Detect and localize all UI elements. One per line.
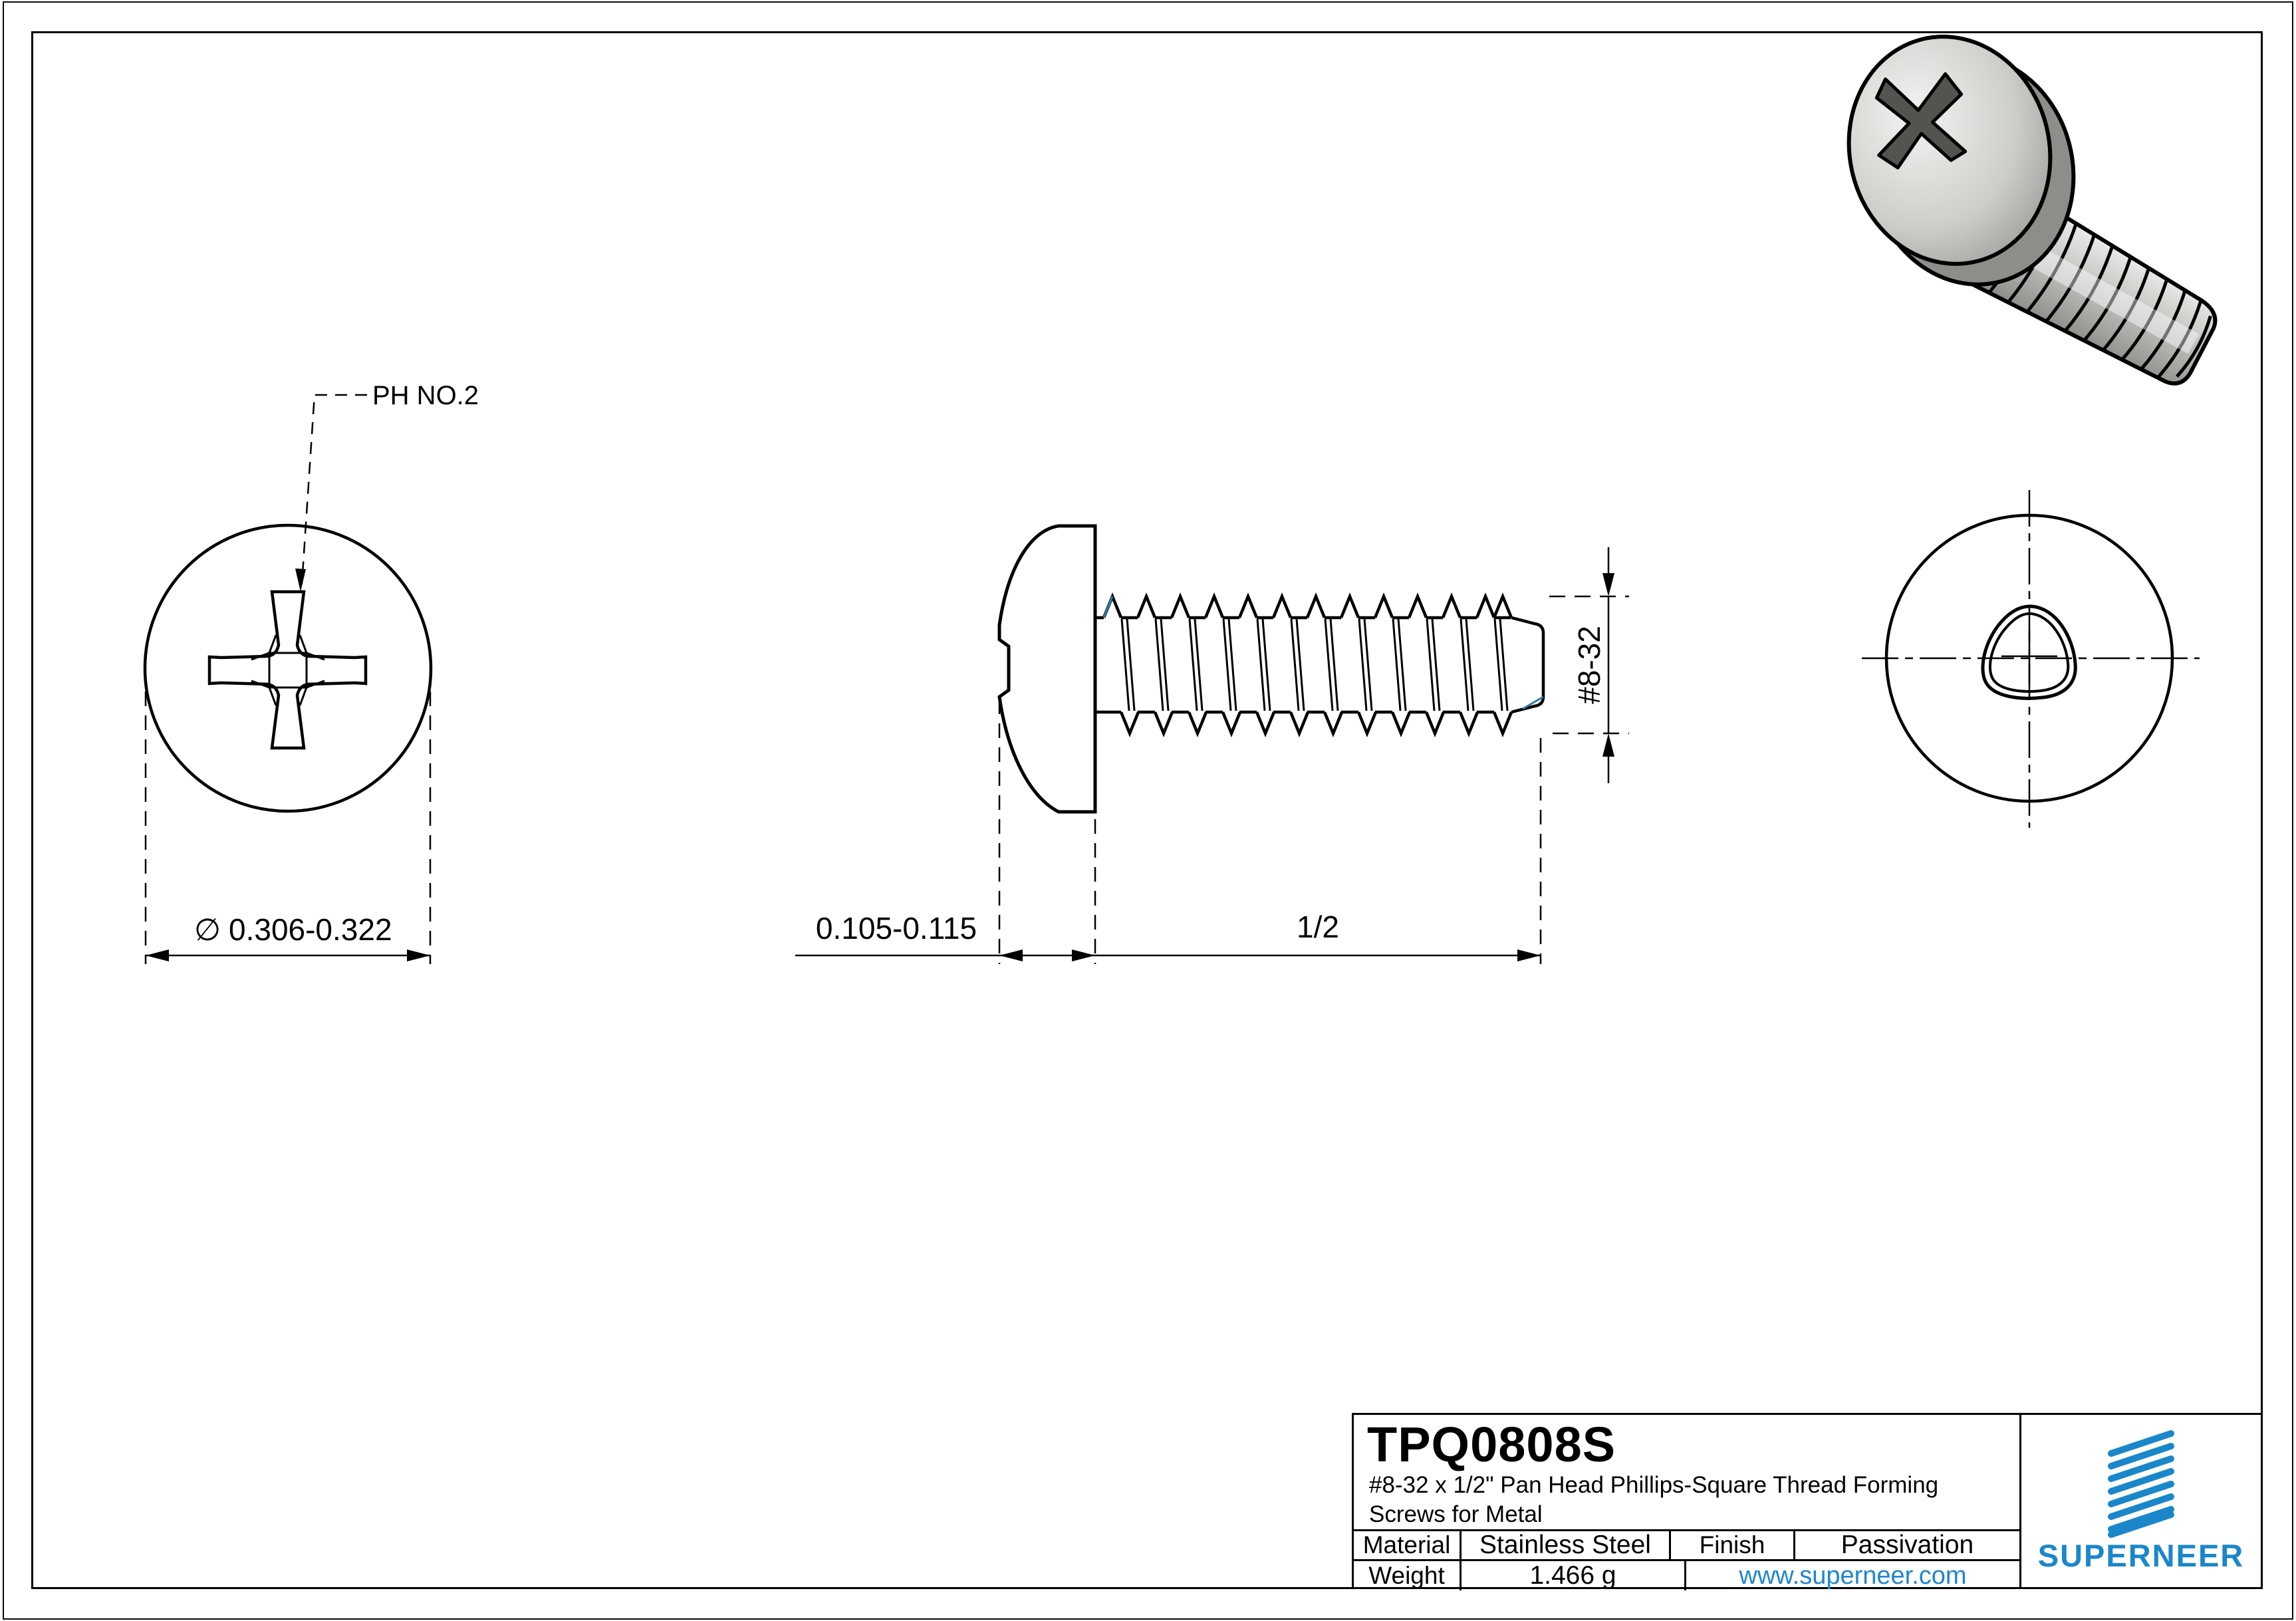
back-view — [1862, 490, 2200, 828]
trilobe-section — [1981, 604, 2077, 700]
thread-profile — [1095, 592, 1545, 733]
material-label: Material — [1354, 1531, 1462, 1559]
screw-3d-render — [1847, 35, 2218, 386]
head-height-dimension: 0.105-0.115 — [795, 699, 1096, 964]
thread-accent-edge — [1102, 596, 1544, 710]
front-view: PH NO.2 ∅ 0.306-0.322 — [143, 381, 479, 964]
head-diameter-value: 0.306-0.322 — [229, 912, 392, 947]
finish-value: Passivation — [1841, 1531, 1974, 1559]
diameter-symbol: ∅ — [194, 912, 221, 947]
head-profile — [997, 524, 1097, 814]
part-description-line2: Screws for Metal — [1369, 1501, 1543, 1527]
sheet-inner-border — [31, 31, 2263, 1589]
brand-name: SUPERNEER — [2037, 1538, 2245, 1573]
drive-size-label: PH NO.2 — [372, 381, 479, 410]
weight-label: Weight — [1354, 1561, 1462, 1590]
part-description-cell: TPQ0808S #8-32 x 1/2" Pan Head Phillips-… — [1354, 1415, 2019, 1531]
drive-leader — [295, 394, 367, 592]
title-block: TPQ0808S #8-32 x 1/2" Pan Head Phillips-… — [1352, 1413, 2263, 1590]
part-number: TPQ0808S — [1367, 1417, 1616, 1472]
brand-cell: SUPERNEER — [2019, 1415, 2261, 1587]
finish-label: Finish — [1671, 1531, 1795, 1559]
thread-size-dimension: #8-32 — [1549, 547, 1629, 783]
website-link[interactable]: www.superneer.com — [1739, 1561, 1967, 1590]
screw-tip — [1511, 616, 1545, 714]
material-value: Stainless Steel — [1462, 1531, 1671, 1559]
weight-value: 1.466 g — [1462, 1561, 1686, 1590]
material-finish-row: Material Stainless Steel Finish Passivat… — [1354, 1531, 2019, 1561]
length-value: 1/2 — [1297, 910, 1339, 944]
head-outline-circle — [143, 523, 433, 813]
head-height-value: 0.105-0.115 — [816, 911, 977, 945]
part-description-line1: #8-32 x 1/2" Pan Head Phillips-Square Th… — [1369, 1472, 1939, 1498]
thread-size-value: #8-32 — [1572, 626, 1606, 704]
side-view: 0.105-0.115 1/2 #8-32 — [795, 524, 1629, 964]
sheet-outer-border — [3, 1, 2293, 1620]
render-head — [1847, 35, 2076, 287]
length-dimension: 1/2 — [1095, 738, 1542, 964]
website-cell: www.superneer.com — [1686, 1561, 2019, 1590]
centerlines — [1862, 490, 2200, 828]
render-phillips-cross — [1874, 72, 1968, 170]
leader-arrowhead — [295, 568, 306, 592]
phillips-recess — [207, 590, 368, 750]
weight-website-row: Weight 1.466 g www.superneer.com — [1354, 1561, 2019, 1590]
front-diameter-dimension: ∅ 0.306-0.322 — [144, 691, 432, 964]
title-block-info: TPQ0808S #8-32 x 1/2" Pan Head Phillips-… — [1354, 1415, 2019, 1590]
brand-logo-icon — [2108, 1430, 2174, 1538]
